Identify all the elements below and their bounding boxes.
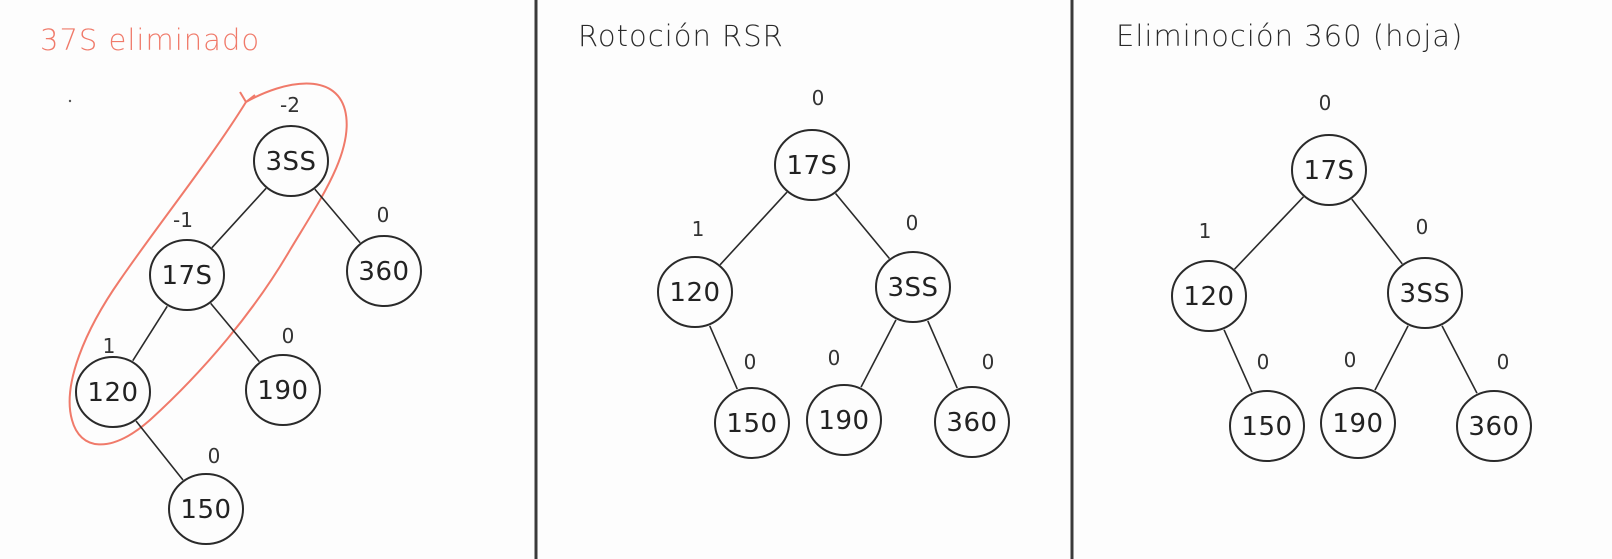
tree-node: 3SS 0 — [1387, 215, 1463, 329]
tree-node: 120 1 — [657, 217, 733, 328]
tree-node: 360 0 — [346, 203, 422, 307]
node-circle — [1320, 387, 1396, 459]
panel-removal-360: Eliminoción 360 (hoja)17S012013SS0150019… — [1116, 19, 1532, 462]
balance-factor: 0 — [812, 86, 825, 110]
balance-factor: 0 — [982, 350, 995, 374]
balance-factor: 0 — [377, 203, 390, 227]
node-value: 190 — [818, 406, 869, 436]
tree-edge — [132, 305, 168, 362]
node-value: 17S — [161, 261, 212, 291]
node-circle — [875, 251, 951, 323]
balance-factor: 0 — [1344, 348, 1357, 372]
tree-edge — [719, 191, 788, 266]
node-value: 120 — [669, 278, 720, 308]
node-circle — [245, 354, 321, 426]
tree-edge — [314, 188, 361, 244]
node-circle — [714, 387, 790, 459]
panel-title: Rotoción RSR — [578, 19, 784, 53]
tree-node: 3SS -2 — [253, 93, 329, 197]
node-circle — [774, 129, 850, 201]
balance-factor: 0 — [1257, 350, 1270, 374]
node-circle — [253, 125, 329, 197]
balance-factor: -2 — [280, 93, 300, 117]
node-value: 120 — [87, 378, 138, 408]
node-value: 150 — [180, 495, 231, 525]
tree-edge — [709, 325, 738, 390]
tree-node: 360 0 — [1456, 350, 1532, 462]
node-circle — [806, 384, 882, 456]
tree-node: 3SS 0 — [875, 211, 951, 323]
node-value: 17S — [1303, 156, 1354, 186]
tree-edge — [860, 319, 897, 388]
tree-node: 17S 0 — [774, 86, 850, 201]
tree-edge — [1223, 329, 1253, 393]
node-value: 17S — [786, 151, 837, 181]
node-value: 150 — [726, 409, 777, 439]
stray-dot — [68, 99, 72, 103]
node-circle — [149, 239, 225, 311]
node-value: 360 — [358, 257, 409, 287]
tree-edge — [1351, 198, 1403, 265]
node-circle — [1229, 390, 1305, 462]
panel-title: 37S eliminado — [40, 23, 260, 57]
tree-node: 120 1 — [1171, 219, 1247, 332]
tree-edge — [135, 420, 184, 481]
node-circle — [168, 473, 244, 545]
node-value: 3SS — [1399, 279, 1450, 309]
node-circle — [346, 235, 422, 307]
tree-edge — [1441, 325, 1478, 394]
node-value: 360 — [1468, 412, 1519, 442]
node-circle — [1456, 390, 1532, 462]
balance-factor: 0 — [208, 444, 221, 468]
node-circle — [1171, 260, 1247, 332]
rotation-highlight-arrow — [239, 91, 256, 103]
balance-factor: 0 — [282, 324, 295, 348]
node-value: 3SS — [265, 147, 316, 177]
node-value: 3SS — [887, 273, 938, 303]
tree-node: 120 1 — [75, 334, 151, 428]
node-circle — [657, 256, 733, 328]
tree-edge — [1233, 196, 1305, 270]
panel-title: Eliminoción 360 (hoja) — [1116, 19, 1463, 53]
node-circle — [75, 356, 151, 428]
tree-node: 360 0 — [934, 350, 1010, 458]
balance-factor: 0 — [828, 346, 841, 370]
balance-factor: -1 — [173, 208, 193, 232]
balance-factor: 0 — [906, 211, 919, 235]
balance-factor: 0 — [744, 350, 757, 374]
node-circle — [934, 386, 1010, 458]
balance-factor: 0 — [1319, 91, 1332, 115]
balance-factor: 1 — [692, 217, 705, 241]
tree-node: 17S 0 — [1291, 91, 1367, 206]
node-value: 150 — [1241, 412, 1292, 442]
tree-node: 17S -1 — [149, 208, 225, 311]
node-value: 120 — [1183, 282, 1234, 312]
node-value: 190 — [1332, 409, 1383, 439]
tree-edge — [211, 187, 267, 249]
tree-edge — [834, 192, 891, 260]
node-circle — [1291, 134, 1367, 206]
node-value: 360 — [946, 408, 997, 438]
node-value: 190 — [257, 376, 308, 406]
rotation-highlight-loop — [68, 82, 348, 446]
tree-edge — [927, 320, 958, 389]
balance-factor: 0 — [1416, 215, 1429, 239]
balance-factor: 1 — [103, 334, 116, 358]
tree-edge — [1374, 325, 1409, 391]
tree-edge — [210, 302, 260, 363]
balance-factor: 0 — [1497, 350, 1510, 374]
node-circle — [1387, 257, 1463, 329]
balance-factor: 1 — [1199, 219, 1212, 243]
